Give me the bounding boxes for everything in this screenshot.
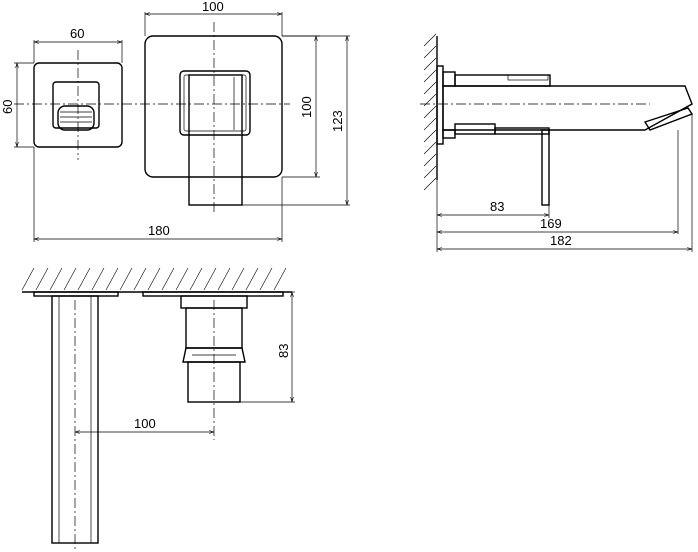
dim-escutcheon-height: 60 (0, 100, 15, 114)
dim-plate-width: 100 (202, 0, 224, 14)
spout-top-frame (179, 70, 251, 136)
handle-body (52, 81, 100, 129)
dim-side-spout-reach: 169 (540, 216, 562, 231)
spout-side (442, 85, 693, 131)
dim-bottom-depth: 83 (276, 344, 291, 358)
top-view: 100 83 (21, 267, 295, 550)
dim-total-width: 180 (148, 223, 170, 238)
side-handle (541, 129, 550, 206)
spout-plate (144, 35, 283, 178)
dim-side-projection: 83 (490, 199, 504, 214)
handle-lever (57, 105, 95, 131)
dim-escutcheon-width: 60 (70, 26, 84, 41)
side-view: 83 169 182 (420, 33, 694, 252)
dim-plate-height: 100 (299, 96, 314, 118)
front-view: 60 100 60 100 123 180 (0, 0, 350, 242)
dim-bottom-spacing: 100 (134, 416, 156, 431)
wall-hatching (423, 33, 437, 191)
dim-side-total-depth: 182 (550, 233, 572, 248)
dim-total-height: 123 (330, 110, 345, 132)
ceiling-hatching (21, 267, 287, 291)
spout-body (188, 74, 243, 206)
